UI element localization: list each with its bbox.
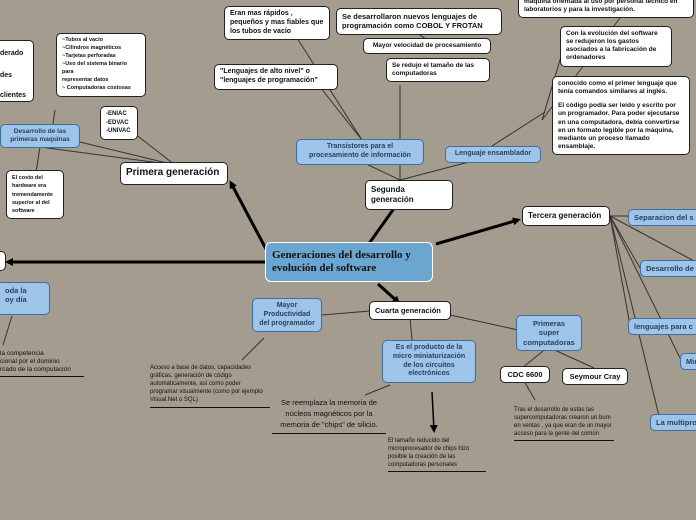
multipro-node[interactable]: La multipro [650,414,696,432]
desarrollo-tercera-node[interactable]: Desarrollo de [640,260,696,278]
list-item: representar datos [62,76,109,83]
transistores-node[interactable]: Transistores para el procesamiento de in… [296,139,424,165]
list-item: ~Uso del sistema binario para [62,60,127,75]
list-item: -UNIVAC [106,128,131,135]
toda-la-partial[interactable]: oda la oy día [0,282,50,315]
primeras-maquinas-node[interactable]: Desarrollo de las primeras maquinas [0,124,80,149]
cobol-node[interactable]: Se desarrollaron nuevos lenguajes de pro… [336,8,502,35]
separacion-node[interactable]: Separacion del s [628,209,696,227]
machines-node[interactable]: -ENIAC -EDVAC -UNIVAC [100,106,138,141]
mini-node[interactable]: Mini [680,353,696,371]
partial-text-toda: oda la [5,286,27,295]
reemplaza-memoria-text: Se reemplaza la memoria de núcleos magné… [272,398,386,434]
evolucion-software-node[interactable]: Con la evolución del software se redujer… [560,26,672,67]
partial-text-clientes: clientes [0,91,27,99]
ensamblador-node[interactable]: Lenguaje ensamblador [445,146,541,163]
tubos-list-node[interactable]: ~Tubos al vacío ~Cilindros magnéticos ~T… [56,33,146,97]
central-title-line2: evolución del software [272,262,377,275]
arrow-to-cuarta [376,282,401,305]
quinta-generacion-partial[interactable] [0,251,6,271]
productividad-node[interactable]: Mayor Productividad del programador [252,298,322,333]
left-partial-node[interactable]: derado des clientes [0,40,34,102]
partial-text-dia: oy día [5,295,27,305]
list-item: -ENIAC [106,111,127,117]
tras-desarrollo-text: Tras el desarrollo de estas las supercom… [514,406,614,442]
tamano-computadoras-node[interactable]: Se redujo el tamaño de las computadoras [386,58,490,83]
cuarta-generacion-node[interactable]: Cuarta generación [369,301,451,321]
conocido-paragraph: conocido como el primer lenguaje que ten… [558,80,677,96]
rapidos-node[interactable]: Eran mas rápidos , pequeños y mas fiable… [224,6,330,41]
primera-generacion-node[interactable]: Primera generación [120,162,228,185]
costo-hardware-node[interactable]: El costo del hardware era tremendamente … [6,170,64,220]
list-item: ~Tarjetas perforadas [62,52,116,59]
list-item: -EDVAC [106,119,129,126]
codigo-paragraph: El código podía ser leído y escrito por … [558,102,680,150]
producto-micro-node[interactable]: Es el producto de la micro miniaturizaci… [382,340,476,383]
central-topic[interactable]: Generaciones del desarrollo y evolución … [265,242,433,282]
competencia-text: la competencia cional por el dominio rca… [0,350,84,378]
conocido-lenguaje-node[interactable]: conocido como el primer lenguaje que ten… [552,76,690,155]
supercomputadoras-node[interactable]: Primeras super computadoras [516,315,582,352]
segunda-generacion-node[interactable]: Segunda generación [365,180,453,210]
central-title-line1: Generaciones del desarrollo y [272,249,411,261]
lenguajes-node[interactable]: lenguajes para c [628,318,696,336]
velocidad-node[interactable]: Mayor velocidad de procesamiento [363,38,491,55]
arrow-to-primera [229,180,268,250]
cdc-6600-node[interactable]: CDC 6600 [500,366,550,384]
arrow-to-tercera [435,217,521,246]
list-item: ~Cilindros magnéticos [62,44,122,51]
partial-text-derado: derado [0,50,24,57]
alto-nivel-node[interactable]: "Lenguajes de alto nivel" o "lenguajes d… [214,64,338,90]
seymour-cray-node[interactable]: Seymour Cray [562,368,628,386]
tercera-generacion-node[interactable]: Tercera generación [522,206,610,226]
tamano-microprocesador-text: El tamaño reducido del microprocesador d… [388,437,486,473]
list-item: ~ Computadoras costosas [62,84,131,91]
list-item: ~Tubos al vacío [62,37,104,43]
partial-text-des: des [0,71,13,79]
maquina-orientada-node[interactable]: máquina orientada al uso por personal té… [518,0,694,19]
acceso-base-datos-text: Acceso a base de datos, capacidades gráf… [150,364,270,409]
